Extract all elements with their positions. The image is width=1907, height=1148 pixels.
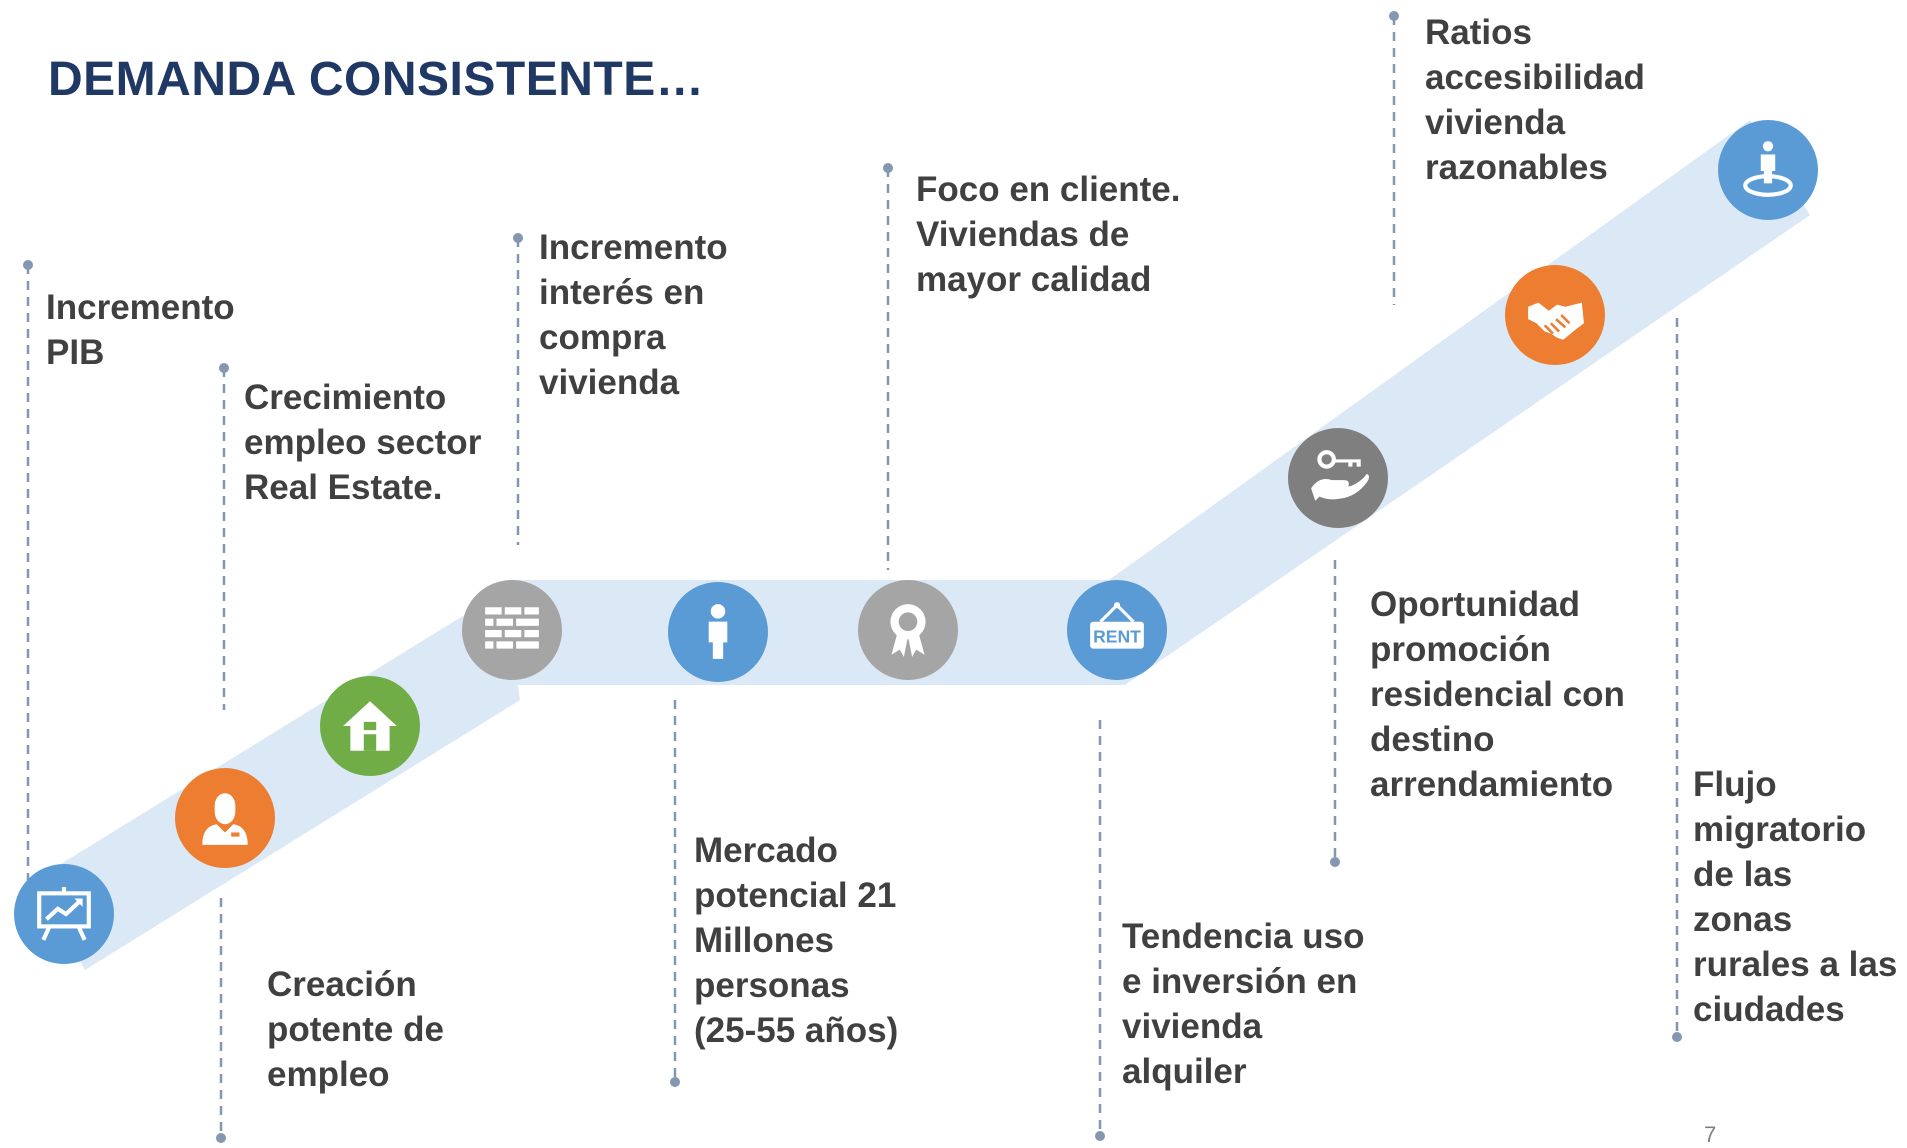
node-creacion-empleo <box>175 768 275 868</box>
band-rising-right <box>1095 120 1810 685</box>
rent-sign-text: RENT <box>1093 626 1141 646</box>
node-pib <box>14 864 114 964</box>
award-ribbon-icon <box>890 604 926 657</box>
node-flujo <box>1505 265 1605 365</box>
band-flat <box>505 580 1125 685</box>
page-number: 7 <box>1704 1122 1717 1147</box>
node-interes-compra <box>462 580 562 680</box>
presentation-chart-icon <box>37 887 91 941</box>
connector-lines <box>26 16 1679 1138</box>
node-tendencia: RENT <box>1067 580 1167 680</box>
label-empleo-sector: Crecimiento empleo sector Real Estate. <box>244 378 482 507</box>
label-mercado: Mercado potencial 21 Millones personas (… <box>694 831 899 1050</box>
label-flujo: Flujo migratorio de las zonas rurales a … <box>1693 765 1898 1029</box>
node-ratios <box>1718 120 1818 220</box>
businessman-icon <box>202 793 248 845</box>
label-foco-cliente: Foco en cliente. Viviendas de mayor cali… <box>916 170 1181 299</box>
label-oportunidad: Oportunidad promoción residencial con de… <box>1370 585 1625 804</box>
label-interes-compra: Incremento interés en compra vivienda <box>539 228 728 402</box>
handshake-icon <box>1528 302 1584 340</box>
label-pib: Incremento PIB <box>46 288 235 372</box>
person-on-location-icon <box>1743 141 1793 197</box>
key-in-hand-icon <box>1311 450 1369 501</box>
node-foco-cliente <box>858 580 958 680</box>
home-icon <box>343 701 397 751</box>
node-home <box>320 676 420 776</box>
person-icon <box>708 604 728 659</box>
brick-wall-icon <box>485 607 539 649</box>
rent-sign-icon: RENT <box>1090 602 1144 649</box>
page-title: DEMANDA CONSISTENTE… <box>48 53 705 106</box>
label-tendencia: Tendencia uso e inversión en vivienda al… <box>1122 917 1365 1091</box>
label-creacion-empleo: Creación potente de empleo <box>267 965 444 1094</box>
label-ratios: Ratios accesibilidad vivienda razonables <box>1425 13 1645 187</box>
node-oportunidad <box>1288 428 1388 528</box>
node-mercado <box>668 582 768 682</box>
connector-dots <box>23 11 1682 1143</box>
